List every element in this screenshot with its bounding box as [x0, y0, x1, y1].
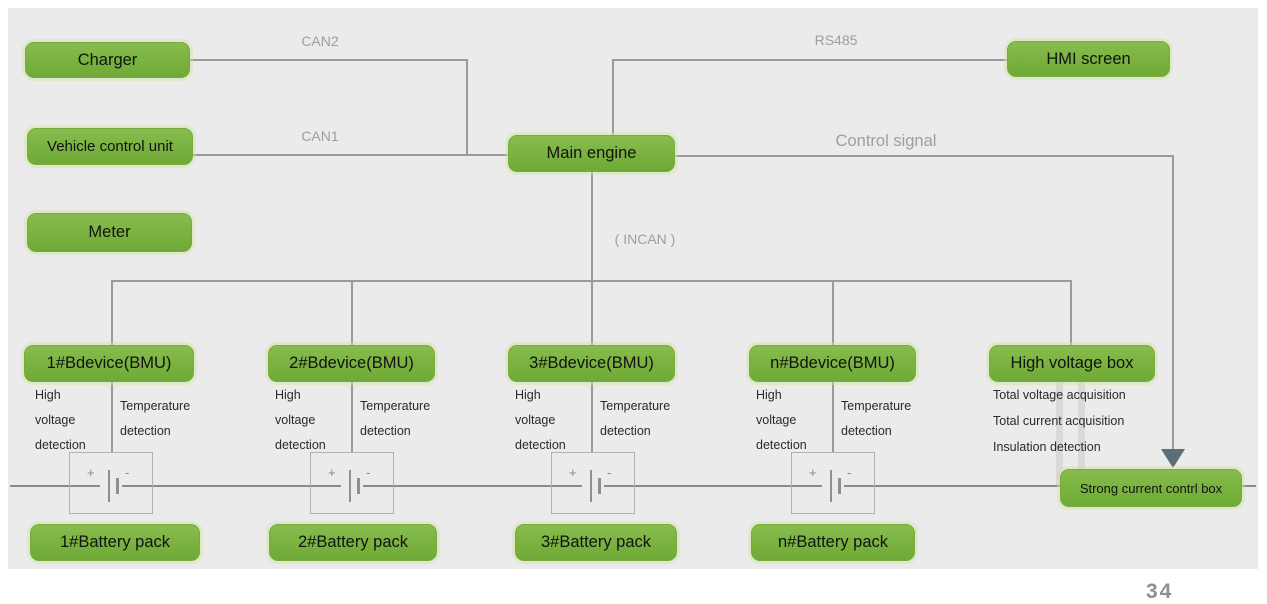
node-battery-pack-1: 1#Battery pack	[30, 524, 200, 561]
node-battery-pack-n: n#Battery pack	[751, 524, 915, 561]
battery-plate-positive-1	[108, 470, 110, 502]
node-bmu-1: 1#Bdevice(BMU)	[24, 345, 194, 382]
battery-symbol-2	[310, 452, 394, 514]
label-incan: ( INCAN )	[614, 231, 676, 247]
bms-architecture-diagram: { "nodes": { "charger": "Charger", "vehi…	[8, 8, 1258, 603]
wire-drop-bmu2	[351, 280, 353, 345]
battery-plate-negative-3	[598, 478, 601, 494]
diagram-background-panel	[8, 8, 1258, 569]
node-bmu-3: 3#Bdevice(BMU)	[508, 345, 675, 382]
battery-plate-negative-n	[838, 478, 841, 494]
wire-control-signal-vertical	[1172, 155, 1174, 450]
wire-drop-high-voltage-box	[1070, 280, 1072, 345]
battery-plus-sign-2: +	[328, 465, 336, 480]
battery-plus-sign-3: +	[569, 465, 577, 480]
battery-wire-gap-3	[582, 481, 604, 491]
wire-can2-vertical	[466, 59, 468, 156]
wire-power-line	[10, 485, 1256, 487]
battery-plate-positive-2	[349, 470, 351, 502]
battery-plate-positive-n	[830, 470, 832, 502]
wire-detect-bmu1	[111, 382, 113, 452]
wire-detect-bmun	[832, 382, 834, 452]
wire-rs485-vertical	[612, 59, 614, 135]
battery-minus-sign-3: -	[607, 465, 612, 480]
battery-minus-sign-2: -	[366, 465, 371, 480]
wire-detect-bmu3	[591, 382, 593, 452]
wire-incan-trunk	[591, 172, 593, 282]
node-bmu-n: n#Bdevice(BMU)	[749, 345, 916, 382]
label-rs485: RS485	[814, 32, 858, 48]
node-meter: Meter	[27, 213, 192, 252]
battery-plate-negative-2	[357, 478, 360, 494]
battery-wire-gap-1	[100, 481, 122, 491]
node-charger: Charger	[25, 42, 190, 78]
bmu3-high-voltage-detection-label: High voltage detection	[515, 388, 566, 452]
bmu2-temperature-detection-label: Temperature detection	[360, 399, 431, 438]
bmu1-high-voltage-detection-label: High voltage detection	[35, 388, 86, 452]
bmun-temperature-detection-label: Temperature detection	[841, 399, 912, 438]
battery-symbol-3	[551, 452, 635, 514]
wire-hv-cable-left	[1056, 380, 1063, 486]
bmu2-high-voltage-detection-label: High voltage detection	[275, 388, 326, 452]
bmu1-temperature-detection-label: Temperature detection	[120, 399, 191, 438]
battery-plus-sign-n: +	[809, 465, 817, 480]
wire-drop-bmu3	[591, 280, 593, 345]
wire-can2-horizontal	[190, 59, 468, 61]
node-strong-current-control-box: Strong current contrl box	[1060, 469, 1242, 507]
battery-plus-sign-1: +	[87, 465, 95, 480]
node-battery-pack-2: 2#Battery pack	[269, 524, 437, 561]
node-main-engine: Main engine	[508, 135, 675, 172]
node-high-voltage-box: High voltage box	[989, 345, 1155, 382]
wire-rs485-horizontal	[612, 59, 1007, 61]
label-control-signal: Control signal	[835, 132, 937, 150]
bmun-high-voltage-detection-label: High voltage detection	[756, 388, 807, 452]
wire-drop-bmun	[832, 280, 834, 345]
wire-control-signal-horizontal	[675, 155, 1174, 157]
page-number: 34	[1146, 580, 1174, 603]
battery-plate-negative-1	[116, 478, 119, 494]
bmu3-temperature-detection-label: Temperature detection	[600, 399, 671, 438]
battery-plate-positive-3	[590, 470, 592, 502]
wire-detect-bmu2	[351, 382, 353, 452]
battery-symbol-1	[69, 452, 153, 514]
battery-minus-sign-n: -	[847, 465, 852, 480]
battery-wire-gap-n	[822, 481, 844, 491]
label-can2: CAN2	[301, 33, 339, 49]
battery-symbol-n	[791, 452, 875, 514]
wire-drop-bmu1	[111, 280, 113, 345]
label-can1: CAN1	[301, 128, 339, 144]
node-battery-pack-3: 3#Battery pack	[515, 524, 677, 561]
battery-wire-gap-2	[341, 481, 363, 491]
battery-minus-sign-1: -	[125, 465, 130, 480]
control-signal-arrow-icon	[1161, 449, 1185, 468]
node-bmu-2: 2#Bdevice(BMU)	[268, 345, 435, 382]
node-hmi-screen: HMI screen	[1007, 41, 1170, 77]
wire-hv-cable-right	[1078, 380, 1085, 486]
wire-can1	[193, 154, 508, 156]
node-vehicle-control-unit: Vehicle control unit	[27, 128, 193, 165]
high-voltage-box-details: Total voltage acquisition Total current …	[993, 388, 1126, 454]
